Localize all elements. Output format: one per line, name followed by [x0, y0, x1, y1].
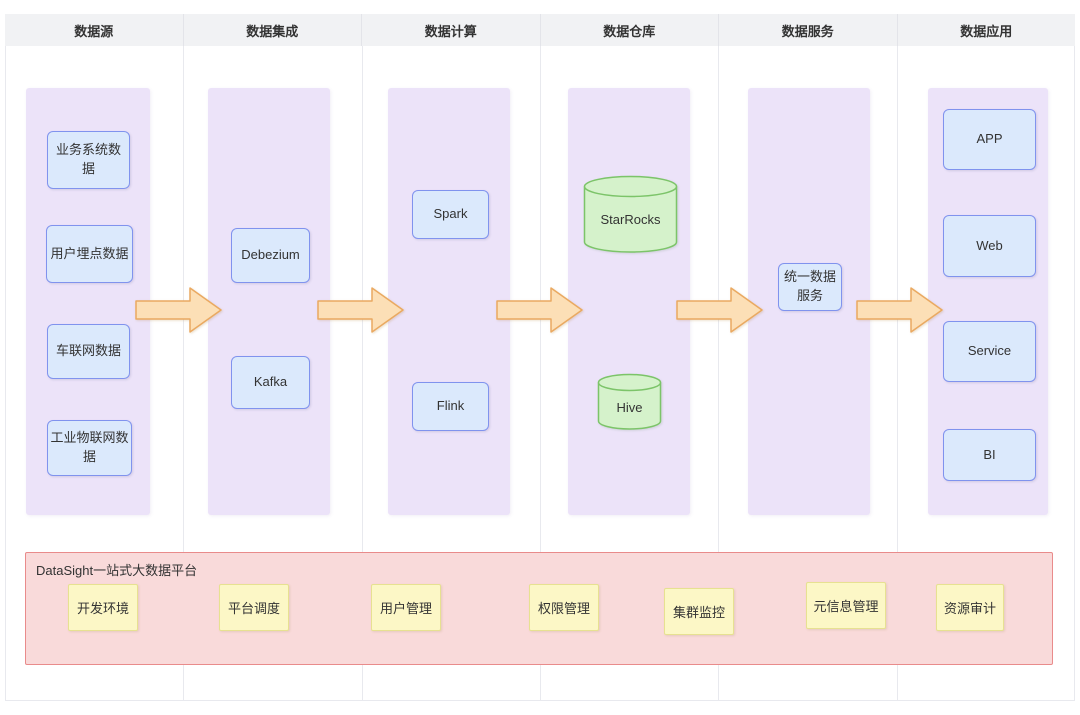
node-spark: Spark: [412, 190, 489, 239]
grid-line: [540, 14, 541, 700]
platform-container: DataSight一站式大数据平台 开发环境 平台调度 用户管理 权限管理 集群…: [25, 552, 1053, 665]
node-service: Service: [943, 321, 1036, 382]
stage-panel-warehouse: [568, 88, 690, 515]
grid-line: [897, 14, 898, 700]
stage-header-service: 数据服务: [718, 14, 897, 46]
node-user-tracking-data: 用户埋点数据: [46, 225, 133, 283]
database-cylinder-icon: [583, 175, 678, 253]
node-kafka: Kafka: [231, 356, 310, 409]
module-permission-management: 权限管理: [529, 584, 599, 631]
database-cylinder-icon: [597, 373, 662, 430]
flow-arrow-icon: [317, 287, 404, 333]
platform-title: DataSight一站式大数据平台: [36, 563, 198, 578]
grid-bottom-line: [5, 700, 1075, 701]
node-starrocks-label: StarRocks: [600, 212, 661, 227]
stage-header-datasource: 数据源: [74, 23, 114, 39]
node-unified-data-service: 统一数据服务: [778, 263, 842, 311]
stage-panel-compute: [388, 88, 510, 515]
grid-line: [718, 14, 719, 700]
node-starrocks: StarRocks: [583, 175, 678, 254]
node-business-system-data: 业务系统数据: [47, 131, 130, 189]
grid-line: [362, 14, 363, 700]
module-resource-audit: 资源审计: [936, 584, 1004, 631]
node-web: Web: [943, 215, 1036, 277]
flow-arrow-icon: [856, 287, 943, 333]
node-flink: Flink: [412, 382, 489, 431]
stage-header-application: 数据应用: [896, 14, 1076, 46]
stage-header-warehouse: 数据仓库: [539, 14, 719, 46]
module-dev-environment: 开发环境: [68, 584, 138, 631]
module-metadata-management: 元信息管理: [806, 582, 886, 629]
stage-header-compute: 数据计算: [361, 14, 540, 46]
flow-arrow-icon: [676, 287, 763, 333]
flow-arrow-icon: [135, 287, 222, 333]
node-vehicle-network-data: 车联网数据: [47, 324, 130, 379]
stage-panel-integration: [208, 88, 330, 515]
node-app: APP: [943, 109, 1036, 170]
module-user-management: 用户管理: [371, 584, 441, 631]
module-cluster-monitoring: 集群监控: [664, 588, 734, 635]
node-hive-label: Hive: [616, 399, 643, 415]
grid-line: [5, 14, 6, 700]
node-hive: Hive: [597, 373, 662, 431]
module-platform-schedule: 平台调度: [219, 584, 289, 631]
stage-header-row: 数据源 数据集成 数据计算 数据仓库 数据服务 数据应用: [5, 14, 1075, 46]
node-bi: BI: [943, 429, 1036, 481]
node-debezium: Debezium: [231, 228, 310, 283]
grid-line: [1074, 14, 1075, 700]
flow-arrow-icon: [496, 287, 583, 333]
node-industrial-iot-data: 工业物联网数据: [47, 420, 132, 476]
grid-line: [183, 14, 184, 700]
stage-header-integration: 数据集成: [182, 14, 362, 46]
